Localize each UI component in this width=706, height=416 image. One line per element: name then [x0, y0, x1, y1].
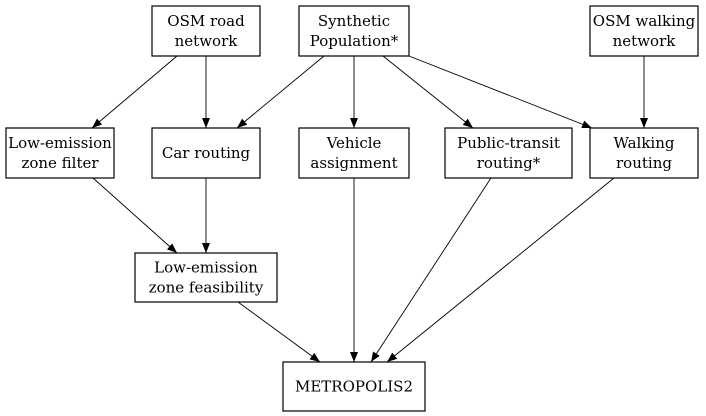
- node-osm-road-label-line-2: network: [175, 32, 239, 50]
- node-synthetic-population-box: [298, 5, 410, 57]
- node-metropolis-label-line-1: METROPOLIS2: [295, 378, 413, 396]
- node-public-transit-label-line-2: routing*: [477, 154, 541, 172]
- node-car-routing-box: [151, 127, 261, 179]
- edge-public-transit-to-metropolis: [370, 177, 492, 363]
- node-osm-road: OSM road network: [151, 5, 261, 57]
- node-synthetic-population-label-line-2: Population*: [310, 32, 399, 50]
- edge-synthetic-population-to-car-routing: [236, 55, 325, 129]
- node-lez-feasibility: Low-emission zone feasibility: [134, 252, 278, 303]
- node-vehicle-assignment-label-line-1: Vehicle: [326, 134, 382, 152]
- node-lez-filter: Low-emission zone filter: [5, 127, 115, 179]
- edge-synthetic-population-to-walking-routing: [408, 55, 593, 129]
- node-public-transit-box: [444, 127, 573, 179]
- node-vehicle-assignment: Vehicle assignment: [298, 127, 410, 179]
- edge-walking-routing-to-metropolis: [386, 177, 615, 363]
- node-vehicle-assignment-label-line-2: assignment: [310, 154, 397, 172]
- node-lez-filter-label-line-2: zone filter: [21, 154, 99, 172]
- node-lez-feasibility-box: [134, 252, 278, 303]
- node-osm-walking-label-line-2: network: [613, 32, 677, 50]
- node-metropolis-box: [282, 361, 426, 412]
- node-osm-walking-box: [589, 5, 699, 57]
- node-walking-routing-label-line-1: Walking: [613, 134, 674, 152]
- node-osm-road-label-line-1: OSM road: [167, 12, 245, 30]
- node-public-transit: Public-transit routing*: [444, 127, 573, 179]
- node-walking-routing: Walking routing: [589, 127, 699, 179]
- node-synthetic-population-label-line-1: Synthetic: [318, 12, 390, 30]
- node-walking-routing-box: [589, 127, 699, 179]
- edge-osm-road-to-lez-filter: [91, 55, 178, 129]
- node-lez-feasibility-label-line-1: Low-emission: [154, 259, 258, 277]
- edge-lez-feasibility-to-metropolis: [237, 301, 321, 363]
- node-osm-walking-label-line-1: OSM walking: [593, 12, 696, 30]
- node-metropolis: METROPOLIS2: [282, 361, 426, 412]
- node-osm-walking: OSM walking network: [589, 5, 699, 57]
- edge-lez-filter-to-lez-feasibility: [92, 177, 178, 254]
- node-vehicle-assignment-box: [298, 127, 410, 179]
- node-osm-road-box: [151, 5, 261, 57]
- edges-layer: [91, 55, 648, 363]
- node-car-routing-label-line-1: Car routing: [162, 144, 251, 162]
- edge-synthetic-population-to-public-transit: [382, 55, 474, 129]
- node-lez-feasibility-label-line-2: zone feasibility: [149, 279, 264, 297]
- node-lez-filter-box: [5, 127, 115, 179]
- node-public-transit-label-line-1: Public-transit: [457, 134, 560, 152]
- node-walking-routing-label-line-2: routing: [616, 154, 672, 172]
- node-car-routing: Car routing: [151, 127, 261, 179]
- node-lez-filter-label-line-1: Low-emission: [8, 134, 112, 152]
